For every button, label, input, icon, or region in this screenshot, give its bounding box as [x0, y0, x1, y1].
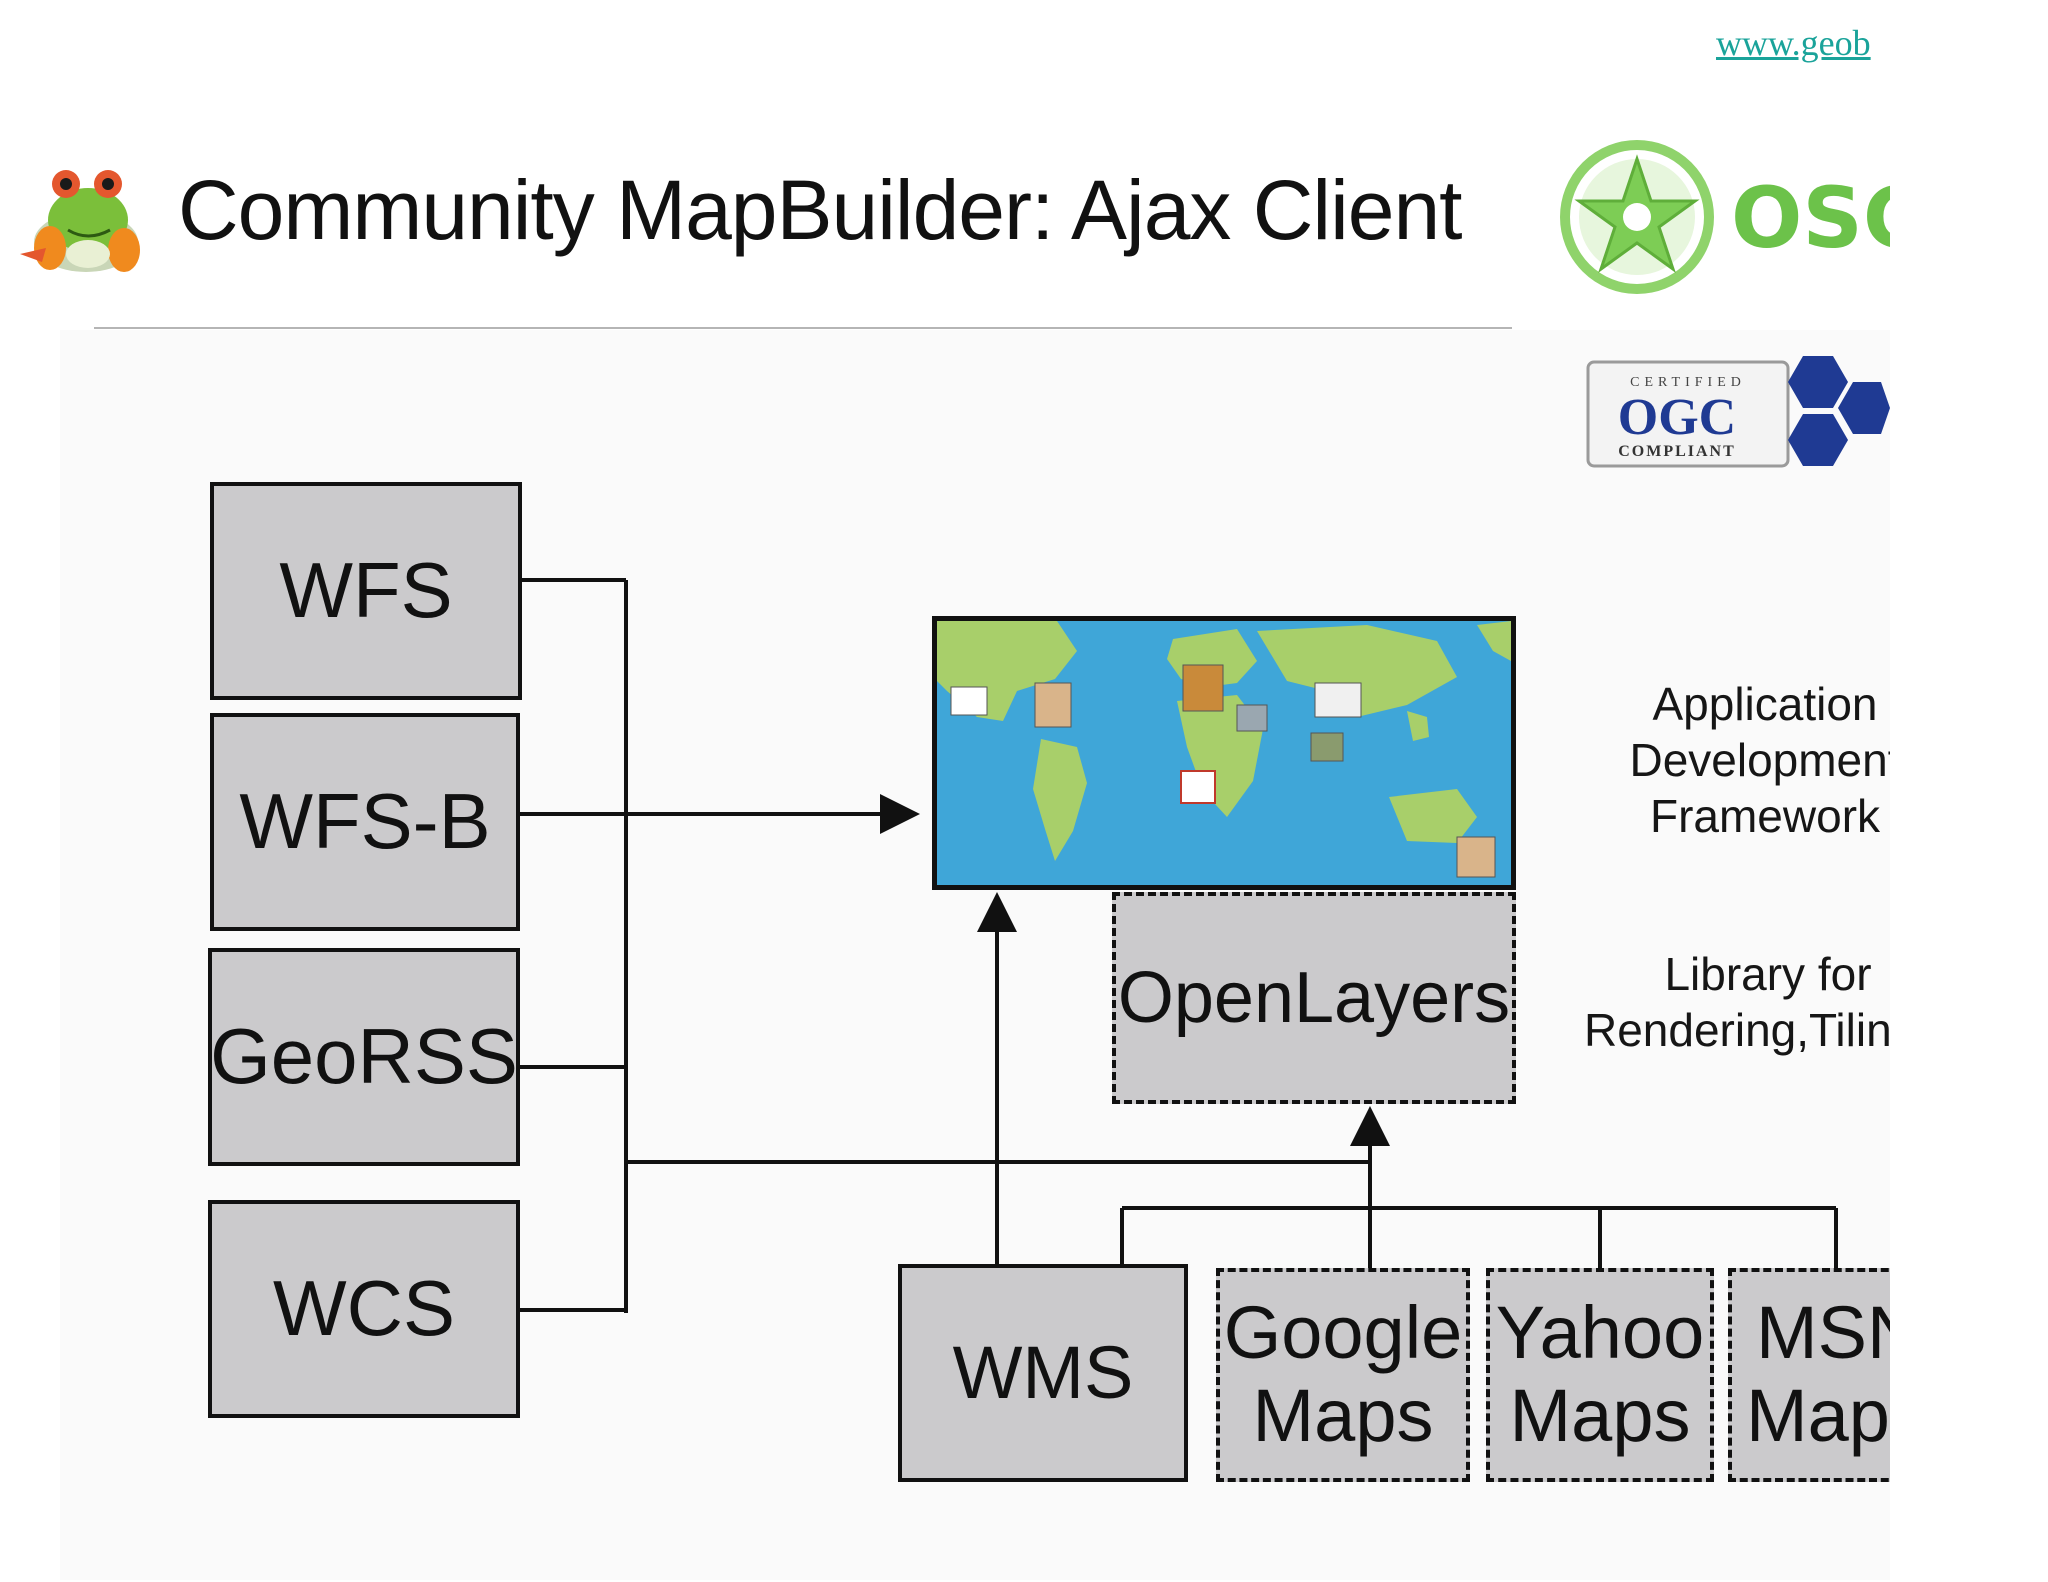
- wcs-box: WCS: [208, 1200, 520, 1418]
- openlayers-box: OpenLayers: [1112, 892, 1516, 1104]
- wms-label: WMS: [952, 1330, 1134, 1414]
- framework-map-screenshot: [932, 616, 1516, 890]
- svg-text:COMPLIANT: COMPLIANT: [1618, 443, 1736, 460]
- msn-maps-label-line1: MSN: [1756, 1291, 1890, 1375]
- library-note-line1: Library for: [1664, 948, 1872, 1000]
- yahoo-maps-label-line1: Yahoo: [1495, 1291, 1705, 1375]
- library-note-line2: Rendering,Tiling: [1584, 1004, 1890, 1056]
- website-link[interactable]: www.geob: [1716, 23, 1871, 63]
- yahoo-maps-label-line2: Maps: [1509, 1374, 1691, 1457]
- framework-note-line2: Development: [1629, 734, 1890, 786]
- google-maps-label-line2: Maps: [1252, 1374, 1434, 1457]
- wms-box: WMS: [898, 1264, 1188, 1482]
- osgeo-logo-icon: OSG: [1555, 135, 1890, 300]
- openlayers-label: OpenLayers: [1117, 957, 1511, 1038]
- frog-logo-icon: [16, 150, 156, 280]
- title-divider: [94, 327, 1512, 329]
- slide: www.geob Community MapBuilder: Ajax Clie…: [16, 23, 1890, 1482]
- framework-note-line1: Application: [1652, 678, 1878, 730]
- wfs-box: WFS: [210, 482, 522, 700]
- ogc-certified-badge: CERTIFIED OGC COMPLIANT: [1585, 352, 1890, 480]
- svg-text:OSG: OSG: [1731, 169, 1890, 267]
- google-maps-label-line1: Google: [1223, 1291, 1463, 1375]
- framework-note: Application Development Framework: [1590, 676, 1890, 844]
- google-maps-box: Google Maps: [1216, 1268, 1470, 1482]
- slide-title: Community MapBuilder: Ajax Client: [178, 163, 1463, 257]
- georss-box: GeoRSS: [208, 948, 520, 1166]
- wfs-label: WFS: [279, 546, 453, 635]
- wfs-b-box: WFS-B: [210, 713, 520, 931]
- msn-maps-box: MSN Map: [1728, 1268, 1890, 1482]
- library-note: Library for Rendering,Tiling: [1578, 946, 1890, 1058]
- svg-text:OGC: OGC: [1618, 389, 1736, 446]
- svg-text:CERTIFIED: CERTIFIED: [1630, 375, 1746, 390]
- wfs-b-label: WFS-B: [239, 777, 491, 866]
- georss-label: GeoRSS: [210, 1012, 518, 1101]
- yahoo-maps-box: Yahoo Maps: [1486, 1268, 1714, 1482]
- framework-note-line3: Framework: [1649, 790, 1881, 842]
- wcs-label: WCS: [273, 1264, 455, 1353]
- msn-maps-label-line2: Map: [1746, 1374, 1890, 1457]
